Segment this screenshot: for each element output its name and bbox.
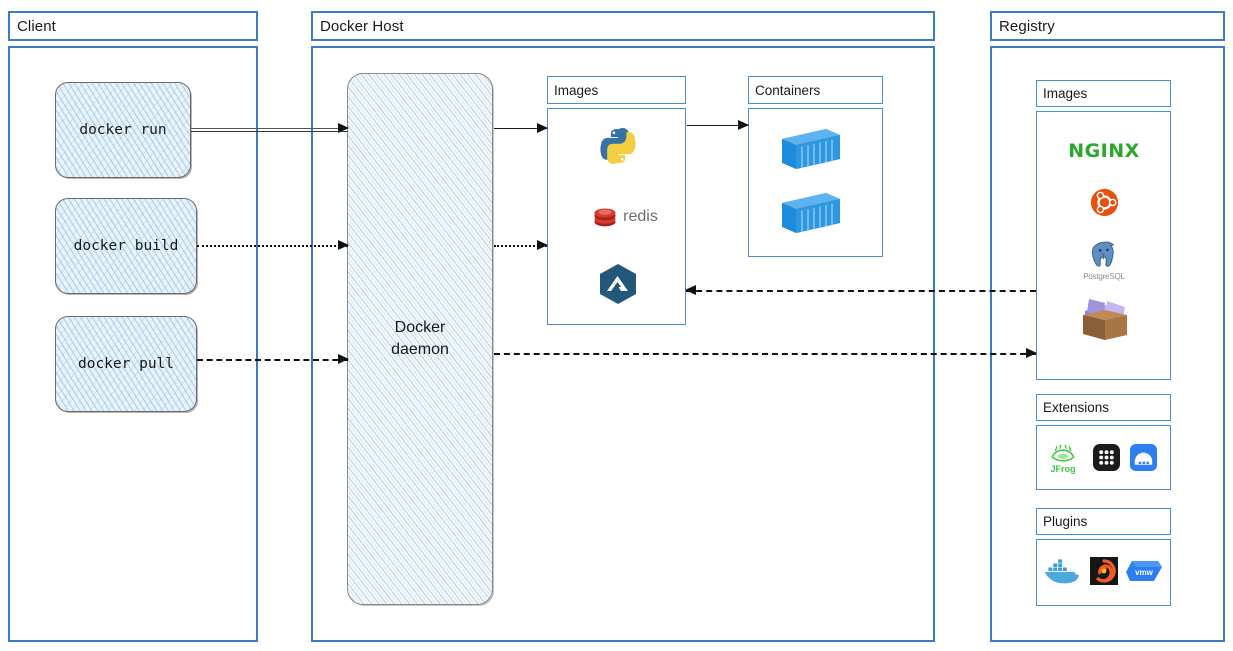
registry-extensions-label: Extensions <box>1043 400 1110 415</box>
blue-dome-app-icon <box>1129 443 1157 471</box>
python-logo-icon <box>597 125 639 167</box>
docker-pull-box[interactable]: docker pull <box>55 316 197 412</box>
jfrog-frog-svg <box>1051 444 1075 462</box>
registry-panel-label: Registry <box>999 17 1055 35</box>
redis-logo-icon: redis <box>587 200 663 234</box>
daemon-images-build-line <box>494 245 547 247</box>
mattermost-logo-icon <box>597 262 639 306</box>
jfrog-label: JFrog <box>1050 464 1076 474</box>
registry-images-label: Images <box>1043 86 1088 101</box>
ubuntu-logo-icon <box>1089 187 1119 217</box>
registry-plugins-title: Plugins <box>1036 508 1171 535</box>
container-2-svg <box>782 193 840 233</box>
daemon-images-build-arrowhead-icon <box>537 239 548 250</box>
redis-mark-svg <box>594 208 616 227</box>
jfrog-logo-icon: JFrog <box>1044 440 1082 478</box>
registry-panel-title: Registry <box>990 11 1225 41</box>
vmware-label: vmw <box>1135 568 1154 577</box>
redis-label: redis <box>623 208 658 225</box>
client-panel-title: Client <box>8 11 258 41</box>
docker-run-box[interactable]: docker run <box>55 82 191 178</box>
postgresql-label: PostgreSQL <box>1083 271 1125 281</box>
grafana-logo-icon <box>1089 556 1119 586</box>
run-line <box>191 128 348 132</box>
images-containers-arrowhead-icon <box>738 119 749 130</box>
docker-daemon-label-line2: daemon <box>391 341 449 358</box>
pull-registry-line <box>494 353 1036 355</box>
docker-daemon-label-wrap: Docker daemon <box>391 317 449 360</box>
docker-build-label: docker build <box>73 238 179 254</box>
nginx-logo-icon: NGINX <box>1061 138 1147 164</box>
postgresql-logo-icon: PostgreSQL <box>1077 235 1131 283</box>
pull-registry-arrowhead-icon <box>1026 347 1037 358</box>
python-yellow-part <box>607 132 636 165</box>
run-arrowhead-icon <box>338 122 349 133</box>
host-images-title: Images <box>547 76 686 104</box>
dot-grid-svg <box>1092 443 1120 471</box>
shipping-container-icon <box>778 188 844 238</box>
python-logo-svg <box>600 127 636 165</box>
host-images-label: Images <box>554 82 599 98</box>
ubuntu-circle-svg <box>1090 188 1118 216</box>
build-arrowhead-icon <box>338 239 349 250</box>
docker-daemon-label-line1: Docker <box>394 319 446 337</box>
pull-arrowhead-icon <box>338 353 349 364</box>
client-panel-label: Client <box>17 17 56 35</box>
docker-pull-label: docker pull <box>77 356 175 372</box>
registry-images-title: Images <box>1036 80 1171 107</box>
mattermost-hex-svg <box>600 264 636 304</box>
vmware-logo-icon: vmw <box>1124 556 1164 586</box>
docker-host-panel-label: Docker Host <box>320 17 404 35</box>
registry-plugins-label: Plugins <box>1043 514 1088 529</box>
shipping-container-icon <box>778 124 844 174</box>
blue-dome-svg <box>1129 443 1157 471</box>
docker-whale-svg <box>1044 559 1079 584</box>
container-1-svg <box>782 129 840 169</box>
grafana-svg <box>1090 557 1118 585</box>
cardboard-box-svg <box>1083 299 1127 340</box>
docker-run-label: docker run <box>79 122 167 138</box>
containers-title: Containers <box>748 76 883 104</box>
registry-images-line <box>686 290 1036 292</box>
registry-extensions-title: Extensions <box>1036 394 1171 421</box>
containers-label: Containers <box>755 82 821 98</box>
postgres-elephant-svg <box>1091 241 1115 267</box>
docker-whale-icon <box>1042 556 1080 588</box>
cardboard-box-icon <box>1075 292 1135 346</box>
registry-images-arrowhead-icon <box>685 284 696 295</box>
nginx-label: NGINX <box>1068 140 1140 162</box>
daemon-images-line <box>494 128 547 129</box>
vmware-shape-svg: vmw <box>1126 561 1162 581</box>
build-line <box>197 245 348 247</box>
pull-line <box>197 359 348 361</box>
docker-host-panel-title: Docker Host <box>311 11 935 41</box>
dot-grid-app-icon <box>1092 443 1120 471</box>
docker-daemon-box[interactable]: Docker daemon <box>347 73 493 605</box>
images-containers-line <box>687 125 748 126</box>
docker-build-box[interactable]: docker build <box>55 198 197 294</box>
daemon-images-arrowhead-icon <box>537 122 548 133</box>
